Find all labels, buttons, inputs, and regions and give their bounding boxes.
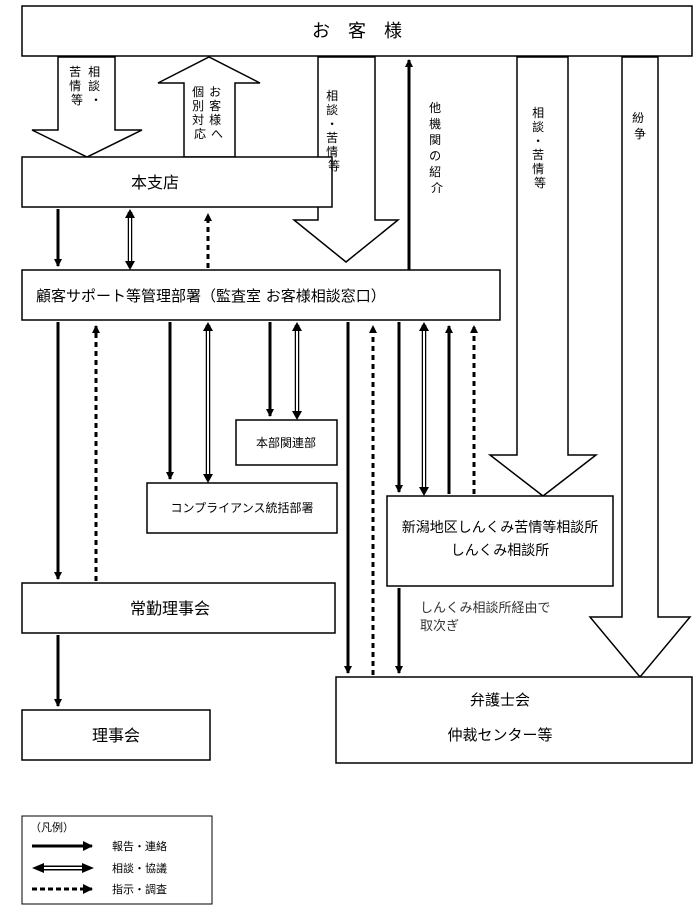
block-arrow-consult-to-branch: [31, 56, 143, 158]
relay-note-1: しんくみ相談所経由で: [420, 600, 551, 616]
legend: （凡例） 報告・連絡 相談・協議 指示・調査: [21, 815, 213, 905]
support-dept-box: [21, 269, 501, 321]
shinkumi-label-2: しんくみ相談所: [451, 543, 550, 559]
legend-instruct-label: 指示・調査: [112, 882, 167, 896]
legend-title: （凡例）: [30, 820, 74, 834]
arrow-compliance-consult: [203, 322, 213, 483]
legend-box: [21, 815, 213, 905]
standing-directors-label: 常勤理事会: [130, 599, 210, 618]
individual-response-label-b: 個 別 対 応: [192, 85, 208, 141]
legend-report-label: 報告・連絡: [112, 839, 167, 853]
compliance-box: [146, 482, 338, 534]
consult-label-1b: 苦 情 等: [69, 65, 85, 107]
branch-label: 本支店: [131, 173, 179, 192]
block-arrow-dispute: [588, 56, 692, 679]
board-box: [21, 709, 211, 761]
arrow-shinkumi-consult: [419, 322, 429, 496]
other-agency-label: 他 機 関 の 紹 介: [429, 101, 445, 195]
shinkumi-label-1: 新潟地区しんくみ苦情等相談所: [402, 519, 599, 536]
customer-box: [21, 5, 693, 57]
arrow-hq-consult: [292, 322, 302, 420]
block-arrow-consult-to-shinkumi: [487, 56, 599, 497]
shinkumi-box: [386, 495, 614, 587]
legend-consult-arrow: [32, 863, 94, 873]
consult-label-1a: 相 談 ・: [88, 65, 104, 107]
individual-response-label-a: お 客 様 へ: [209, 85, 225, 141]
arrow-branch-consult: [125, 209, 135, 270]
consult-label-3: 相 談 ・ 苦 情 等: [532, 106, 548, 190]
lawyers-box: [335, 676, 693, 764]
dispute-label: 紛 争: [632, 110, 648, 141]
hq-related-box: [235, 419, 338, 466]
block-arrow-individual-response: [157, 56, 261, 158]
branch-box: [21, 156, 333, 208]
standing-directors-box: [21, 582, 336, 634]
block-arrow-consult-to-support: [291, 56, 401, 263]
support-dept-label: 顧客サポート等管理部署（監査室 お客様相談窓口）: [36, 287, 386, 305]
relay-note-2: 取次ぎ: [420, 618, 459, 634]
customer-label: お 客 様: [312, 21, 402, 42]
board-label: 理事会: [92, 726, 140, 745]
compliance-label: コンプライアンス統括部署: [171, 500, 314, 515]
lawyers-label-2: 仲裁センター等: [447, 726, 552, 744]
lawyers-label-1: 弁護士会: [470, 691, 530, 709]
consult-label-2: 相 談 ・ 苦 情 等: [326, 89, 342, 173]
legend-consult-label: 相談・協議: [112, 861, 167, 875]
hq-related-label: 本部関連部: [256, 435, 316, 450]
